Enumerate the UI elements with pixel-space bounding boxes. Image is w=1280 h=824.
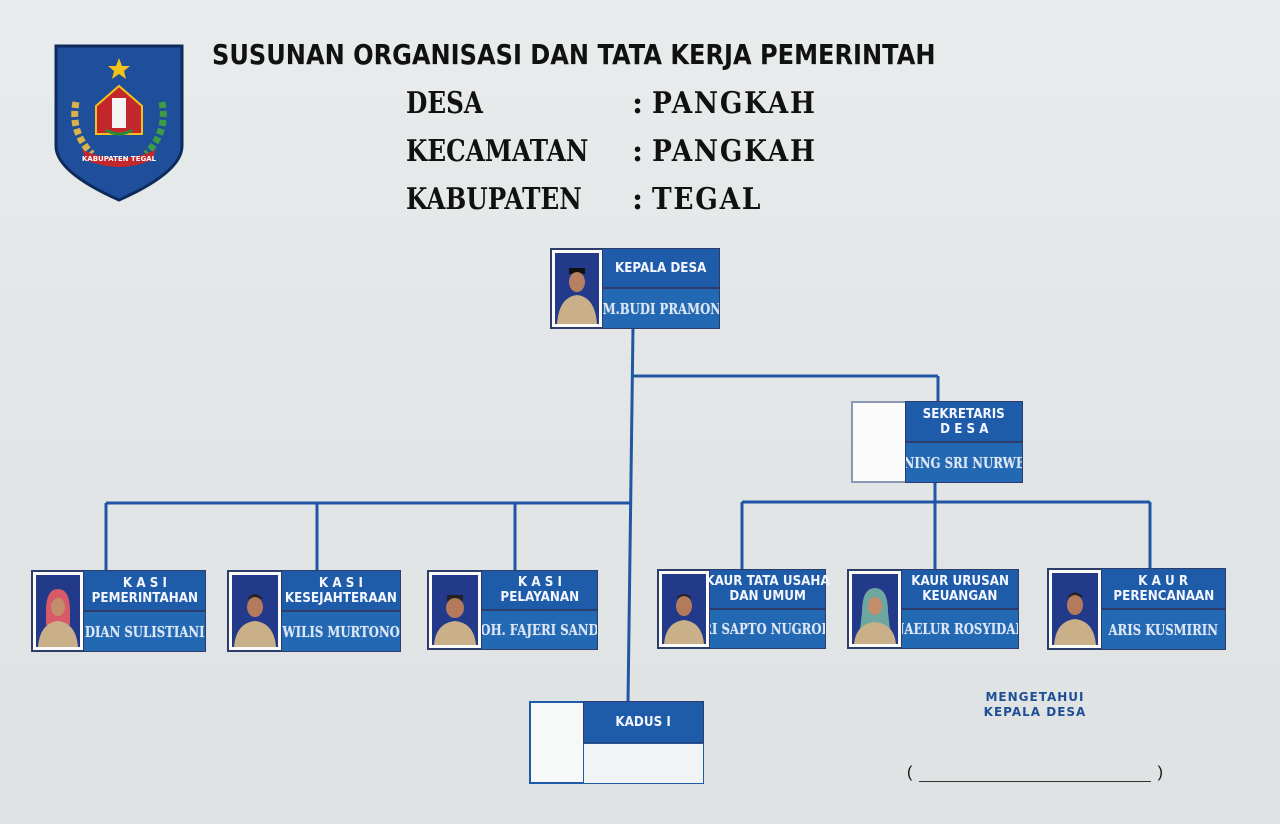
person-name-text: HM.BUDI PRAMONO (602, 299, 720, 318)
info-label: KABUPATEN (406, 182, 582, 217)
portrait-photo (550, 248, 604, 329)
person-name: MOH. FAJERI SANDSI (481, 610, 598, 650)
info-colon: : (632, 182, 644, 217)
person-icon (555, 253, 599, 324)
info-value: PANGKAH (652, 134, 817, 169)
person-icon (232, 575, 278, 647)
role-label: KEPALA DESA (602, 248, 720, 288)
role-line: SEKRETARIS (922, 406, 1006, 422)
info-value: TEGAL (652, 182, 763, 217)
role-line: D E S A (939, 421, 989, 437)
role-line: KAUR TATA USAHA (705, 574, 830, 589)
kadus-box: KADUS I (529, 701, 704, 784)
portrait-photo (227, 570, 283, 652)
portrait-photo-empty (529, 701, 585, 784)
main-trunk-line (626, 327, 635, 703)
role-line: K A S I (318, 575, 364, 591)
role-label: K A S I PEMERINTAHAN (83, 570, 206, 611)
person-name-text: NINING SRI NURWERI (905, 453, 1023, 472)
star-icon (108, 58, 130, 79)
person-name-text: ARI SAPTO NUGROHO (710, 620, 825, 638)
kepala-desa-box: KEPALA DESA HM.BUDI PRAMONO (550, 248, 720, 329)
acknowledgement-block: MENGETAHUI KEPALA DESA (960, 690, 1110, 720)
role-line: PERENCANAAN (1113, 588, 1214, 604)
info-colon: : (632, 134, 644, 169)
person-name: WILIS MURTONO (281, 611, 401, 652)
kabupaten-tegal-emblem: KABUPATEN TEGAL (54, 44, 184, 202)
role-label: K A S I PELAYANAN (481, 570, 598, 610)
kaur-perencanaan-box: K A U R PERENCANAAN ARIS KUSMIRIN (1047, 568, 1226, 650)
page-title: SUSUNAN ORGANISASI DAN TATA KERJA PEMERI… (212, 38, 936, 71)
acknowledgement-line: KEPALA DESA (983, 705, 1087, 719)
person-name: DIAN SULISTIANI (83, 611, 206, 652)
info-label: KECAMATAN (406, 134, 589, 169)
signature-line: ( ) (907, 764, 1163, 784)
person-name-text: MOH. FAJERI SANDSI (482, 621, 598, 639)
role-line: KADUS I (615, 714, 672, 730)
role-line: KAUR URUSAN (911, 574, 1009, 589)
role-line: PEMERINTAHAN (91, 590, 198, 606)
signature-underline (919, 781, 1151, 782)
role-line: KESEJAHTERAAN (284, 590, 398, 606)
person-name: NINING SRI NURWERI (905, 442, 1023, 483)
portrait-photo (31, 570, 85, 652)
person-name-text: ARIS KUSMIRIN (1108, 620, 1219, 639)
role-label: K A U R PERENCANAAN (1101, 568, 1226, 609)
person-icon (432, 575, 478, 645)
open-paren: ( (907, 764, 913, 781)
emblem-label: KABUPATEN TEGAL (82, 155, 157, 163)
portrait-photo (657, 569, 711, 649)
person-icon (662, 574, 706, 644)
person-name: HM.BUDI PRAMONO (602, 288, 720, 329)
person-icon (36, 575, 80, 647)
person-name: ARI SAPTO NUGROHO (709, 609, 826, 649)
close-paren: ) (1157, 764, 1163, 781)
portrait-photo (847, 569, 903, 649)
role-label: SEKRETARIS D E S A (905, 401, 1023, 442)
role-line: KEPALA DESA (615, 260, 707, 276)
role-line: PELAYANAN (500, 590, 579, 605)
kaur-tata-usaha-box: KAUR TATA USAHA DAN UMUM ARI SAPTO NUGRO… (657, 569, 830, 649)
kasi-kesejahteraan-box: K A S I KESEJAHTERAAN WILIS MURTONO (227, 570, 401, 652)
info-colon: : (632, 86, 644, 121)
role-line: K A S I (122, 575, 167, 591)
role-label: KAUR URUSAN KEUANGAN (901, 569, 1019, 609)
role-label: KAUR TATA USAHA DAN UMUM (705, 569, 830, 609)
person-icon (852, 574, 898, 644)
info-value: PANGKAH (652, 86, 817, 121)
role-label: K A S I KESEJAHTERAAN (281, 570, 401, 611)
person-name-text: DIAN SULISTIANI (84, 622, 205, 641)
person-name: ARIS KUSMIRIN (1101, 609, 1226, 650)
kasi-pemerintahan-box: K A S I PEMERINTAHAN DIAN SULISTIANI (31, 570, 206, 652)
person-name-text: WILIS MURTONO (282, 622, 400, 641)
role-line: K A S I (517, 575, 562, 590)
role-line: K A U R (1138, 573, 1189, 589)
acknowledgement-line: MENGETAHUI (985, 690, 1085, 704)
portrait-photo (427, 570, 483, 650)
role-line: KEUANGAN (922, 589, 998, 604)
role-line: DAN UMUM (729, 589, 806, 604)
sekretaris-desa-box: SEKRETARIS D E S A NINING SRI NURWERI (851, 401, 1023, 483)
portrait-photo (1047, 568, 1103, 650)
info-label: DESA (406, 86, 483, 121)
portrait-photo-empty (851, 401, 907, 483)
person-icon (1052, 573, 1098, 645)
person-name-empty (583, 743, 704, 784)
role-label: KADUS I (583, 701, 704, 743)
kasi-pelayanan-box: K A S I PELAYANAN MOH. FAJERI SANDSI (427, 570, 598, 650)
